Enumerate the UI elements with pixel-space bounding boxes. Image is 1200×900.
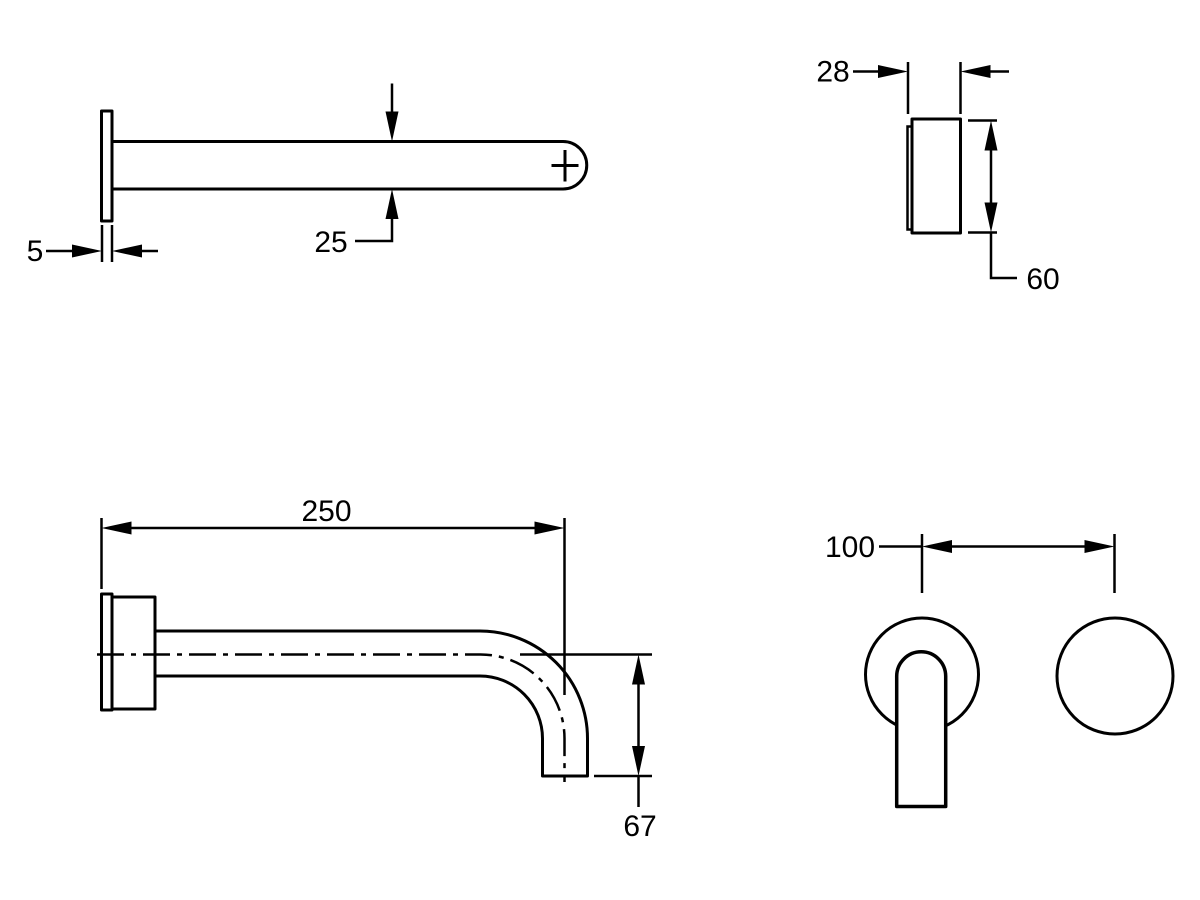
- dim-label-plate-thickness: 5: [27, 235, 44, 268]
- trim-body-outline: [910, 117, 962, 235]
- spout-plan-view: 25 5: [27, 83, 589, 268]
- dim-label-spout-drop: 67: [623, 810, 656, 843]
- dim-250-left-arrowhead: [101, 521, 132, 535]
- dim-67-up-arrowhead: [632, 654, 645, 685]
- dim-250-right-arrowhead: [534, 521, 565, 535]
- dim-60-leader: [989, 232, 1017, 280]
- handle-trim-side-view: 28 60: [816, 56, 1059, 297]
- dim-60-up-arrowhead: [984, 120, 998, 151]
- spout-side-view: 250 67: [97, 495, 657, 843]
- dimension-100: 100: [825, 531, 1116, 593]
- dim-label-spout-projection: 250: [301, 495, 351, 528]
- spout-flange-outline: [110, 595, 157, 711]
- dim-label-trim-height: 60: [1026, 263, 1059, 296]
- lever-handle-outline: [894, 650, 948, 809]
- aerator-cross-mark: [551, 150, 579, 182]
- dimension-250: 250: [100, 495, 566, 695]
- dim-25-leader: [355, 217, 394, 243]
- dim-25-down-arrowhead: [385, 111, 399, 142]
- dim-100-left-arrowhead: [922, 540, 952, 553]
- knob-circle: [1055, 616, 1175, 736]
- wall-plate-plan-outline: [100, 109, 114, 223]
- dim-28-extension-lines: [906, 62, 962, 114]
- dim-28-left-pointing-arrowhead: [960, 65, 991, 78]
- dimension-25: 25: [314, 83, 399, 259]
- dim-5-left-pointing-arrowhead: [112, 244, 142, 258]
- front-view: 100: [825, 531, 1175, 809]
- dim-25-up-arrowhead: [385, 189, 399, 219]
- dim-5-extension-lines: [100, 225, 114, 262]
- spout-body-plan-outline: [112, 140, 589, 191]
- dim-28-right-pointing-arrowhead: [878, 65, 908, 78]
- dimension-67: 67: [520, 653, 657, 843]
- dim-100-right-arrowhead: [1084, 540, 1115, 553]
- dimension-5: 5: [27, 225, 158, 268]
- dim-60-down-arrowhead: [984, 202, 998, 233]
- dim-label-spout-diameter: 25: [314, 226, 347, 259]
- spout-tube-outline: [155, 629, 589, 778]
- wall-plate-side-outline: [100, 592, 114, 712]
- dim-100-tick-lines: [920, 534, 1116, 593]
- dimension-60: 60: [968, 119, 1060, 296]
- spout-centerline: [97, 653, 566, 782]
- dim-label-centre-spacing: 100: [825, 531, 875, 564]
- dim-5-right-pointing-arrowhead: [72, 244, 102, 258]
- dim-67-down-arrowhead: [632, 746, 645, 776]
- dimension-28: 28: [816, 56, 1009, 114]
- dim-label-trim-depth: 28: [816, 56, 849, 89]
- trim-flange-edge: [906, 125, 912, 231]
